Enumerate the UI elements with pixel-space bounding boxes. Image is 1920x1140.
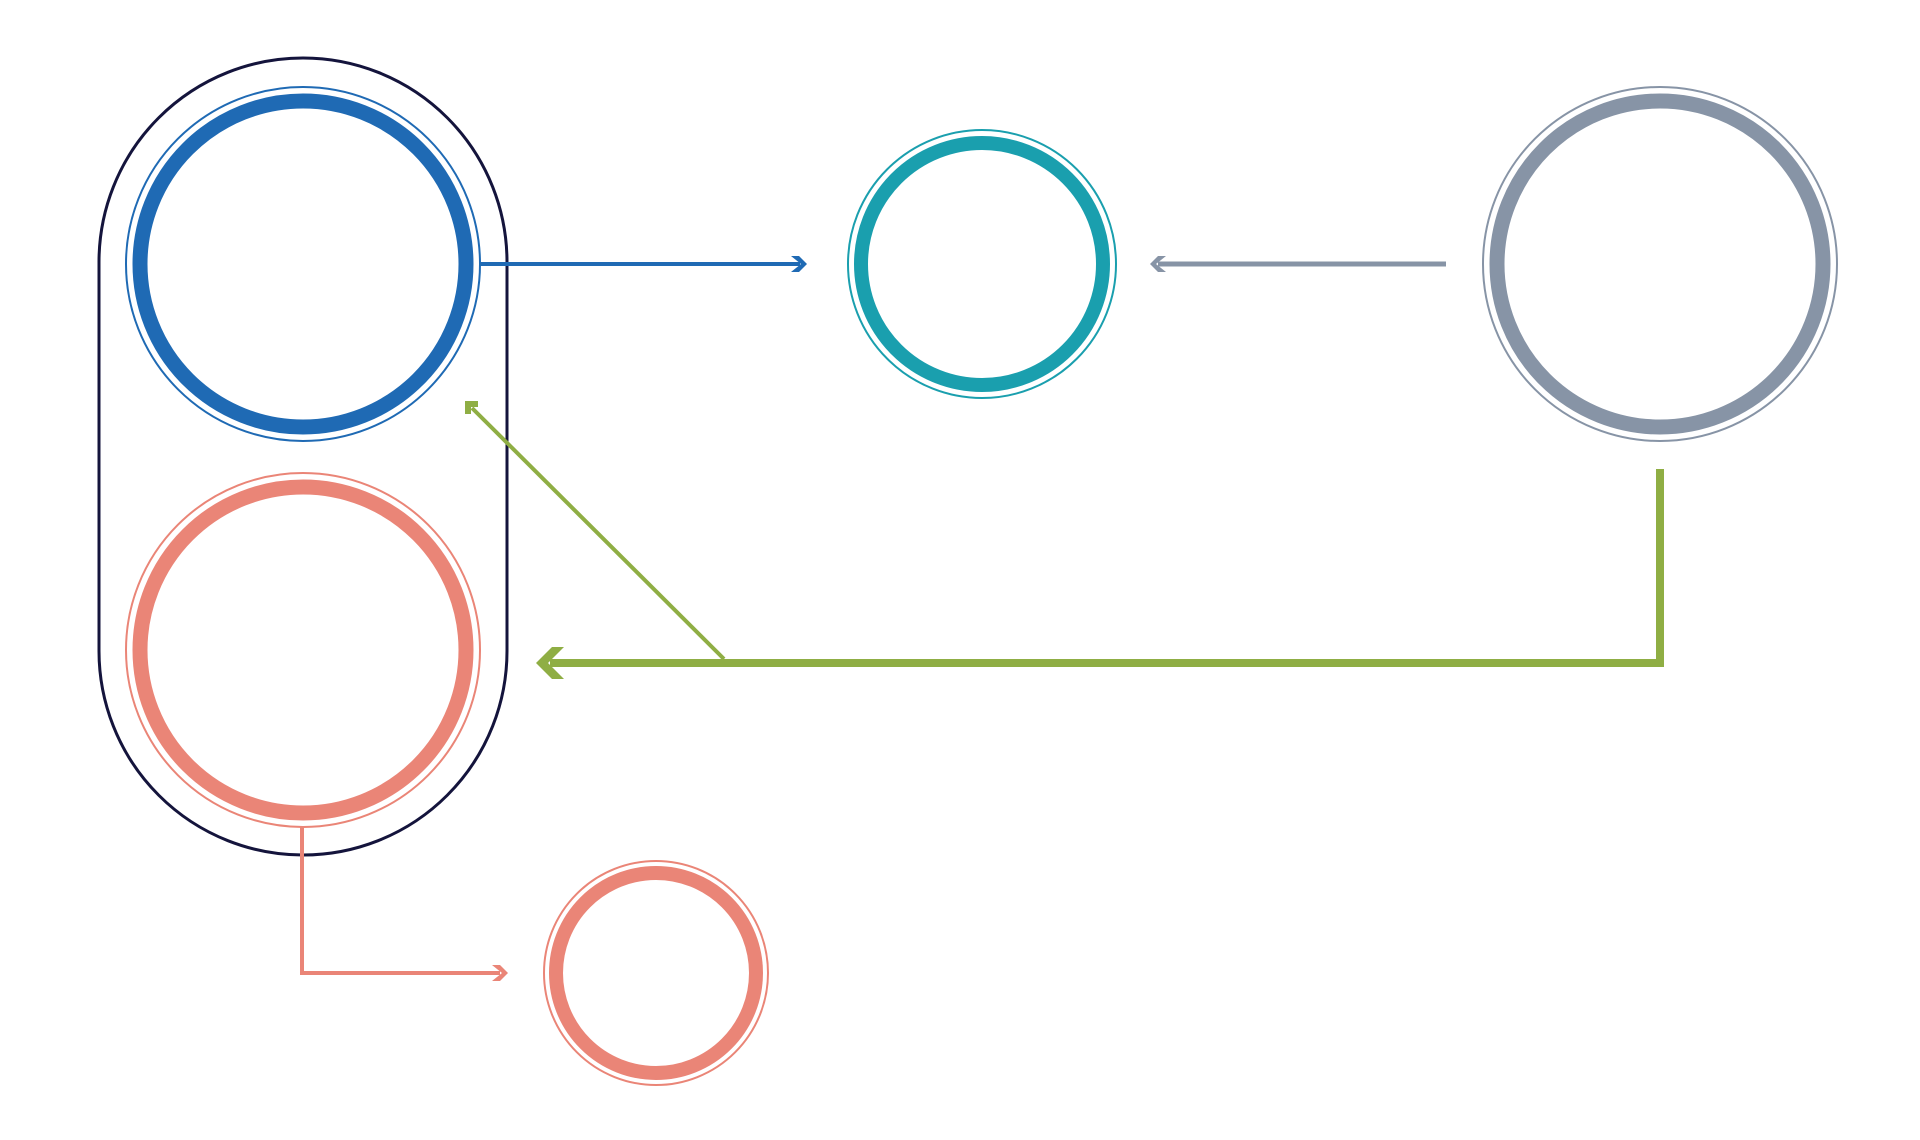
group-container-outline <box>97 56 509 857</box>
node-small-salmon[interactable] <box>543 860 769 1086</box>
edge-salmon-to-small-salmon <box>300 827 508 981</box>
node-teal[interactable] <box>847 129 1117 399</box>
node-blue[interactable] <box>125 86 481 442</box>
arrowhead-icon <box>536 647 564 679</box>
edge-green-diagonal-to-blue <box>465 401 726 661</box>
edge-gray-to-left-group <box>536 469 1664 679</box>
arrowhead-icon <box>791 256 807 272</box>
node-salmon[interactable] <box>125 472 481 828</box>
arrowhead-icon <box>492 965 508 981</box>
edge-blue-to-teal <box>477 256 807 272</box>
node-gray[interactable] <box>1482 86 1838 442</box>
arrowhead-icon <box>465 401 478 414</box>
arrowhead-icon <box>1150 256 1166 272</box>
edge-gray-to-teal <box>1150 256 1446 272</box>
